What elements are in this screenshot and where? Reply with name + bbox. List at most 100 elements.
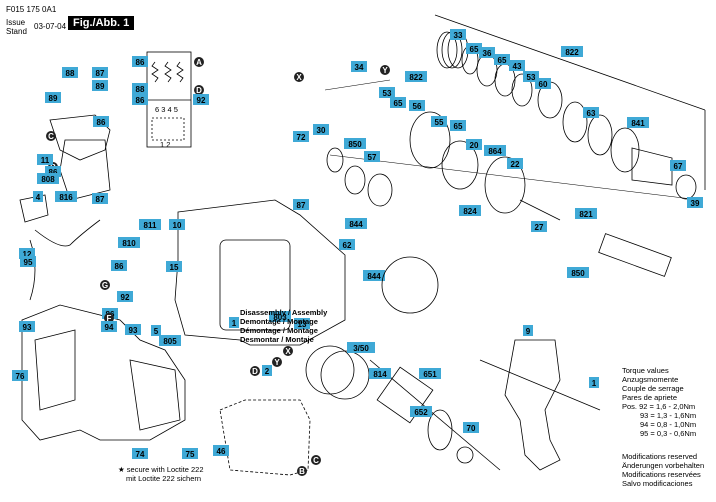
svg-text:C: C: [313, 456, 319, 465]
callout-36: 36: [479, 47, 495, 58]
svg-text:13: 13: [298, 320, 307, 329]
svg-text:816: 816: [59, 193, 73, 202]
svg-text:87: 87: [96, 195, 105, 204]
svg-text:92: 92: [197, 96, 206, 105]
mods-line-1: Modifications reserved: [622, 452, 698, 461]
callout-C: C: [311, 455, 321, 465]
svg-text:56: 56: [413, 102, 422, 111]
svg-text:33: 33: [454, 31, 463, 40]
svg-text:65: 65: [470, 45, 479, 54]
callout-22: 22: [507, 158, 523, 169]
callout-67: 67: [670, 160, 686, 171]
callout-808: 808: [37, 173, 59, 184]
svg-text:652: 652: [414, 408, 428, 417]
svg-text:65: 65: [454, 122, 463, 131]
callout-53: 53: [379, 87, 395, 98]
callout-92: 92: [193, 94, 209, 105]
armature: [369, 359, 501, 471]
torque-title: Torque values: [622, 366, 669, 375]
svg-text:20: 20: [470, 141, 479, 150]
callout-27: 27: [531, 221, 547, 232]
svg-text:B: B: [299, 467, 305, 476]
callout-87: 87: [293, 199, 309, 210]
svg-text:841: 841: [631, 119, 645, 128]
svg-text:75: 75: [186, 450, 195, 459]
svg-text:93: 93: [129, 326, 138, 335]
issue-label: Issue: [6, 18, 26, 27]
svg-text:86: 86: [115, 262, 124, 271]
svg-text:D: D: [196, 86, 202, 95]
loctite-note: ★ secure with Loctite 222 mit Loctite 22…: [118, 465, 204, 483]
svg-text:88: 88: [66, 69, 75, 78]
callout-86: 86: [132, 56, 148, 67]
svg-text:93: 93: [23, 323, 32, 332]
svg-text:5: 5: [154, 327, 159, 336]
svg-text:43: 43: [513, 62, 522, 71]
svg-text:87: 87: [96, 69, 105, 78]
callout-844: 844: [345, 218, 367, 229]
svg-text:844: 844: [349, 220, 363, 229]
callout-62: 62: [339, 239, 355, 250]
callout-2: 2: [262, 365, 272, 376]
callout-74: 74: [132, 448, 148, 459]
callout-76: 76: [12, 370, 28, 381]
callout-86: 86: [132, 94, 148, 105]
svg-text:4: 4: [36, 193, 41, 202]
svg-text:67: 67: [674, 162, 683, 171]
callout-13: 13: [294, 318, 310, 329]
svg-text:94: 94: [105, 323, 114, 332]
callout-86: 86: [111, 260, 127, 271]
issue-date: 03-07-04: [34, 22, 67, 31]
svg-text:814: 814: [373, 370, 387, 379]
svg-text:22: 22: [511, 160, 520, 169]
callout-F: F: [104, 313, 114, 323]
svg-text:1: 1: [592, 379, 597, 388]
svg-text:F: F: [107, 314, 112, 323]
svg-text:60: 60: [539, 80, 548, 89]
svg-text:86: 86: [136, 96, 145, 105]
callout-822: 822: [405, 71, 427, 82]
callout-86: 86: [93, 116, 109, 127]
svg-text:89: 89: [96, 82, 105, 91]
svg-text:87: 87: [297, 201, 306, 210]
svg-text:824: 824: [463, 207, 477, 216]
callout-95: 95: [20, 256, 36, 267]
callout-63: 63: [583, 107, 599, 118]
wiring-label-main: 6 3 4 5: [155, 105, 178, 114]
callout-805: 805: [159, 335, 181, 346]
callout-94: 94: [101, 321, 117, 332]
doc-id: F015 175 0A1: [6, 5, 57, 14]
callout-4: 4: [33, 191, 43, 202]
svg-text:53: 53: [383, 89, 392, 98]
torque-pos-92: Pos. 92 = 1,6 - 2,0Nm: [622, 402, 696, 411]
svg-text:D: D: [252, 367, 258, 376]
svg-text:36: 36: [483, 49, 492, 58]
callout-Y: Y: [380, 65, 390, 75]
callout-822: 822: [561, 46, 583, 57]
housing-half-right: [174, 199, 346, 346]
disassembly-line-2: Demontage / Montage: [240, 317, 318, 326]
svg-text:63: 63: [587, 109, 596, 118]
mods-line-2: Änderungen vorbehalten: [622, 461, 705, 470]
callout-651: 651: [419, 368, 441, 379]
callout-57: 57: [364, 151, 380, 162]
callout-55: 55: [431, 116, 447, 127]
callout-10: 10: [169, 219, 185, 230]
svg-text:810: 810: [122, 239, 136, 248]
svg-text:15: 15: [170, 263, 179, 272]
callout-G: G: [100, 280, 110, 290]
svg-text:803: 803: [273, 313, 287, 322]
callout-53: 53: [523, 71, 539, 82]
callout-65: 65: [450, 120, 466, 131]
svg-text:Y: Y: [382, 66, 388, 75]
svg-text:864: 864: [488, 147, 502, 156]
disassembly-line-1: Disassembly / Assembly: [240, 308, 328, 317]
torque-pos-93: 93 = 1,3 - 1,6Nm: [640, 411, 697, 420]
wiring-diagram: [146, 51, 192, 148]
callout-43: 43: [509, 60, 525, 71]
svg-text:65: 65: [498, 56, 507, 65]
svg-text:844: 844: [367, 272, 381, 281]
svg-text:3/50: 3/50: [353, 344, 369, 353]
svg-text:850: 850: [571, 269, 585, 278]
